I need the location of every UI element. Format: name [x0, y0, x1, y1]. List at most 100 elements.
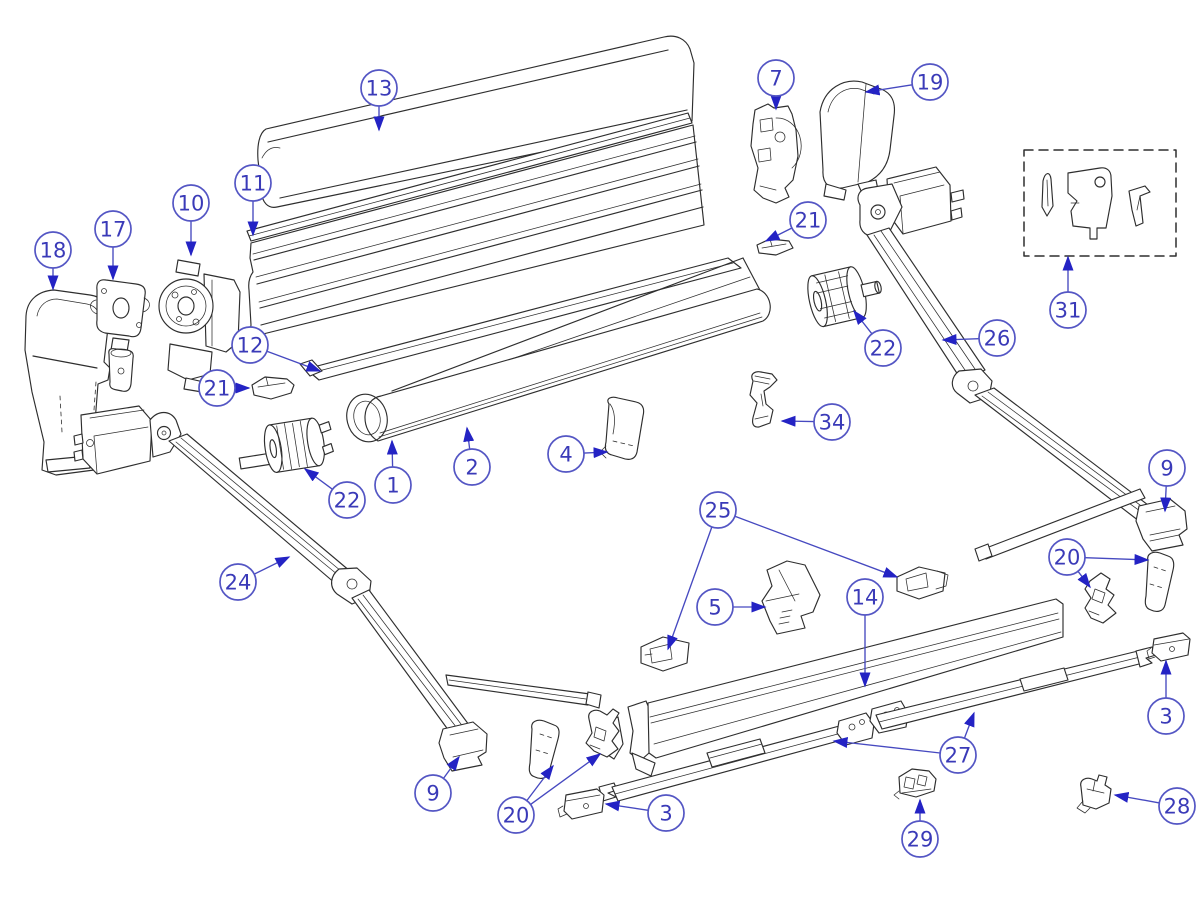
callout-12[interactable]: 12	[231, 326, 322, 372]
callout-ring-3b[interactable]	[1147, 697, 1185, 735]
callout-number-11: 11	[240, 172, 267, 196]
callout-13[interactable]: 13	[360, 69, 398, 132]
callout-11[interactable]: 11	[234, 164, 272, 237]
part-fabric-roller	[346, 257, 771, 443]
callout-20b[interactable]: 20	[1048, 538, 1150, 589]
part-lead-rail	[600, 598, 1064, 777]
part-spring-arm-left	[73, 405, 602, 772]
callout-17[interactable]: 17	[94, 210, 132, 281]
callout-ring-27[interactable]	[939, 736, 977, 774]
callout-7[interactable]: 7	[757, 59, 795, 111]
callout-21b[interactable]: 21	[198, 369, 251, 407]
callout-ring-11[interactable]	[234, 164, 272, 202]
callout-ring-7[interactable]	[757, 59, 795, 97]
callout-34[interactable]: 34	[780, 403, 851, 441]
leader-line-22a	[303, 468, 333, 490]
callout-ring-10[interactable]	[172, 184, 210, 222]
callout-ring-20b[interactable]	[1048, 538, 1086, 576]
callout-ring-34[interactable]	[813, 403, 851, 441]
leader-line-27	[832, 737, 941, 754]
callout-29[interactable]: 29	[901, 798, 939, 858]
callout-19[interactable]: 19	[864, 63, 949, 101]
callout-26[interactable]: 26	[941, 319, 1016, 357]
callout-number-29: 29	[907, 828, 934, 852]
callout-ring-13[interactable]	[360, 69, 398, 107]
callout-number-27: 27	[945, 744, 972, 768]
callout-22b[interactable]: 22	[853, 309, 902, 367]
callout-ring-2[interactable]	[453, 448, 491, 486]
callout-18[interactable]: 18	[34, 231, 72, 291]
callout-number-10: 10	[178, 192, 205, 216]
callout-27[interactable]: 27	[832, 711, 977, 774]
part-gear-drive	[158, 259, 241, 393]
callout-9b[interactable]: 9	[1148, 449, 1186, 513]
callout-3a[interactable]: 3	[604, 794, 685, 832]
part-cover-profile	[257, 35, 695, 208]
callout-number-21b: 21	[204, 377, 231, 401]
part-support-arm-rear	[869, 646, 1157, 734]
callout-ring-28[interactable]	[1158, 787, 1196, 825]
part-wedge-4	[599, 396, 645, 460]
callout-22a[interactable]: 22	[303, 468, 366, 519]
callout-31[interactable]: 31	[1049, 255, 1087, 329]
callout-4[interactable]: 4	[547, 435, 609, 473]
callout-3b[interactable]: 3	[1147, 659, 1185, 735]
callout-number-31: 31	[1055, 299, 1082, 323]
callout-ring-24[interactable]	[219, 563, 257, 601]
callout-20a[interactable]: 20	[497, 753, 602, 834]
callout-ring-26[interactable]	[978, 319, 1016, 357]
part-clip-3-left	[557, 788, 605, 820]
leader-line-4	[583, 447, 609, 459]
leader-line-19	[864, 84, 913, 96]
callout-ring-14[interactable]	[846, 578, 884, 616]
callout-9a[interactable]: 9	[414, 755, 460, 812]
callout-24[interactable]: 24	[219, 556, 291, 601]
callout-ring-18[interactable]	[34, 231, 72, 269]
leader-line-27	[963, 711, 975, 739]
callout-number-22a: 22	[334, 489, 361, 513]
part-clip-28	[1076, 774, 1112, 814]
callout-ring-9b[interactable]	[1148, 449, 1186, 487]
callout-number-20b: 20	[1054, 546, 1081, 570]
part-wedge-bracket-right	[1084, 551, 1175, 624]
callout-14[interactable]: 14	[846, 578, 884, 688]
callout-21a[interactable]: 21	[764, 201, 827, 242]
callout-ring-1[interactable]	[374, 466, 412, 504]
callout-28[interactable]: 28	[1113, 787, 1196, 825]
part-back-rail-profile	[246, 112, 705, 336]
callout-number-2: 2	[465, 456, 478, 480]
leader-line-25	[667, 526, 713, 651]
callout-2[interactable]: 2	[453, 426, 491, 486]
callout-ring-25[interactable]	[699, 491, 737, 529]
callout-5[interactable]: 5	[696, 588, 767, 626]
callout-ring-31[interactable]	[1049, 291, 1087, 329]
callout-1[interactable]: 1	[374, 439, 412, 504]
leader-line-20b	[1084, 554, 1150, 566]
callout-10[interactable]: 10	[172, 184, 210, 257]
callout-ring-4[interactable]	[547, 435, 585, 473]
callout-number-28: 28	[1164, 795, 1191, 819]
callout-ring-3a[interactable]	[647, 794, 685, 832]
callout-ring-12[interactable]	[231, 326, 269, 364]
callout-number-7: 7	[769, 67, 782, 91]
callout-ring-22b[interactable]	[864, 329, 902, 367]
callout-ring-17[interactable]	[94, 210, 132, 248]
leader-line-26	[941, 334, 980, 346]
part-swivel-bracket	[90, 279, 150, 392]
callout-ring-5[interactable]	[696, 588, 734, 626]
leader-line-25	[734, 515, 899, 578]
callout-ring-22a[interactable]	[328, 481, 366, 519]
callout-ring-20a[interactable]	[497, 796, 535, 834]
callout-25[interactable]: 25	[667, 491, 899, 651]
callout-ring-21a[interactable]	[789, 201, 827, 239]
callout-ring-21b[interactable]	[198, 369, 236, 407]
callout-ring-29[interactable]	[901, 820, 939, 858]
callout-number-24: 24	[225, 571, 252, 595]
leader-line-22b	[853, 309, 873, 335]
kit-dashed-box	[1023, 149, 1177, 257]
leader-line-20a	[526, 764, 554, 802]
callout-ring-19[interactable]	[911, 63, 949, 101]
part-end-cap-right	[819, 80, 896, 201]
callout-ring-9a[interactable]	[414, 774, 452, 812]
